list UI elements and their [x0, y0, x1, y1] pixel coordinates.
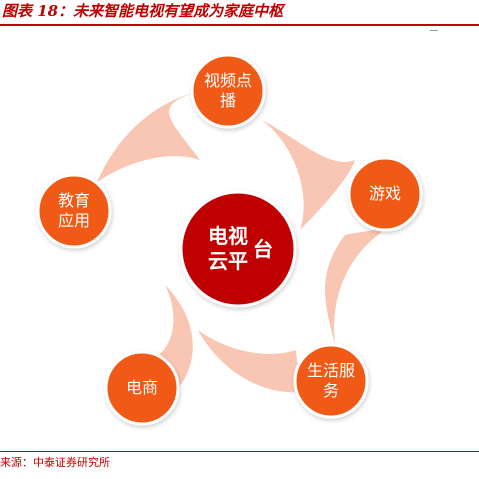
swoosh-3: [198, 330, 300, 393]
swoosh-2: [325, 228, 388, 345]
center-circle: [179, 190, 297, 308]
swoosh-1: [262, 120, 355, 230]
connector-swooshes: [97, 92, 388, 393]
figure-title: 图表 18：未来智能电视有望成为家庭中枢: [2, 2, 284, 20]
footer-rule: [0, 451, 479, 452]
node-education-circle: [36, 173, 112, 249]
node-video-on-demand-circle: [190, 53, 266, 129]
source-note: 来源：中泰证券研究所: [0, 456, 110, 469]
corner-mark: [430, 30, 438, 31]
node-ecommerce-label: 电商: [125, 378, 158, 397]
node-games-circle: [347, 156, 423, 232]
center-label: 电视云平台: [208, 224, 273, 273]
node-ecommerce-circle: [104, 350, 180, 426]
title-underline: [0, 24, 479, 26]
node-video-on-demand-label: 视频点播: [203, 71, 252, 110]
node-life-services-label: 生活服务: [306, 361, 355, 400]
node-games-label: 游戏: [368, 184, 401, 203]
swoosh-5: [97, 92, 200, 182]
node-education-label: 教育应用: [57, 191, 90, 230]
node-life-services-circle: [293, 343, 369, 419]
